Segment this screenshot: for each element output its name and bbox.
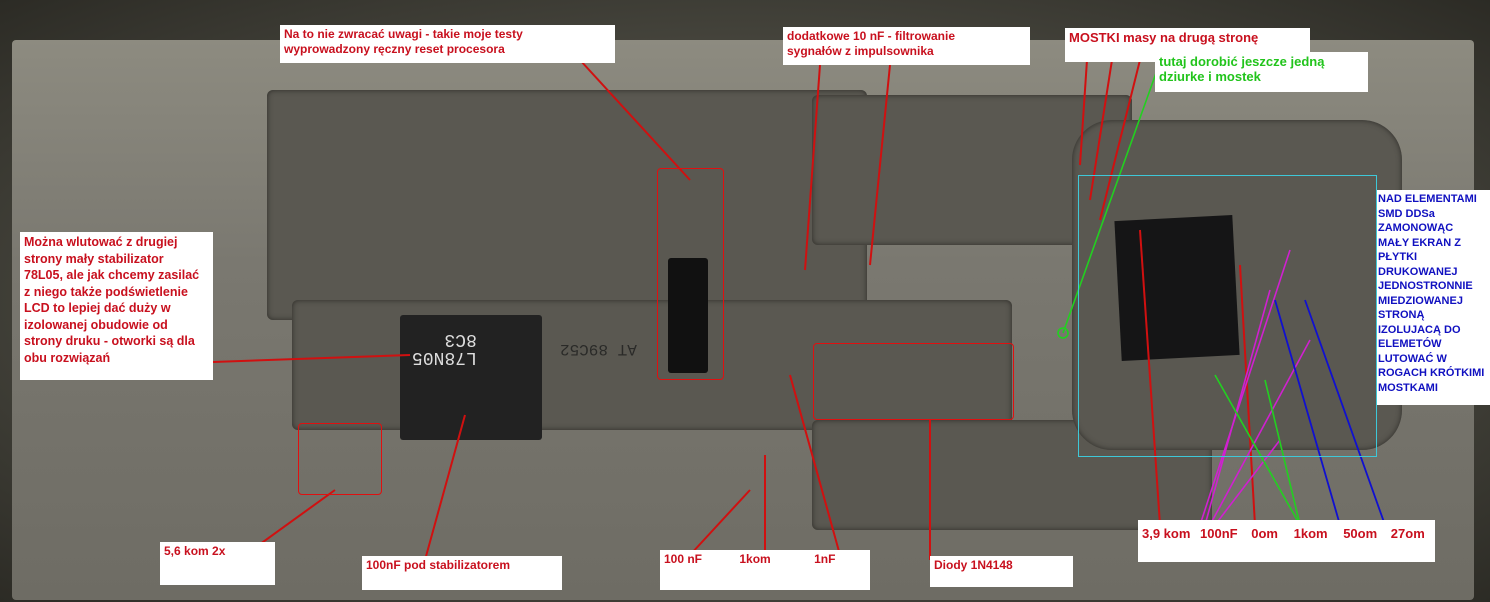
- dds-part-label: 3,9 kom: [1142, 526, 1191, 541]
- reset-note: Na to nie zwracać uwagi - takie moje tes…: [280, 25, 615, 63]
- electrolytic-capacitor: [668, 258, 708, 373]
- dds-part-label: 100nF: [1200, 526, 1238, 541]
- diodes-label: Diody 1N4148: [930, 556, 1073, 587]
- cap-1nf-label: 1nF: [814, 552, 836, 566]
- res-1kom-label: 1kom: [739, 552, 771, 566]
- board-code-marking: AT 89C52: [560, 340, 637, 358]
- cap-regulator-label: 100nF pod stabilizatorem: [362, 556, 562, 590]
- resistors-56-label: 5,6 kom 2x: [160, 542, 275, 585]
- shield-note: NAD ELEMENTAMI SMD DDSa ZAMONOWĄC MAŁY E…: [1377, 190, 1490, 405]
- dds-part-label: 0om: [1251, 526, 1278, 541]
- regulator-chip: [400, 315, 542, 440]
- dds-area-highlight: [1078, 175, 1377, 457]
- reset-highlight: [657, 168, 724, 380]
- dds-parts-labels: 3,9 kom 100nF 0om 1kom 50om 27om: [1138, 520, 1435, 562]
- resistors-highlight: [298, 423, 382, 495]
- parts-label-group: 100 nF 1kom 1nF: [660, 550, 870, 590]
- dds-part-label: 1kom: [1293, 526, 1328, 541]
- cap-100nf-label: 100 nF: [664, 552, 703, 566]
- regulator-note: Można wlutować z drugiej strony mały sta…: [20, 232, 213, 380]
- filter-note: dodatkowe 10 nF - filtrowanie sygnałów z…: [783, 27, 1030, 65]
- regulator-marking: L78N05 8C3: [412, 329, 477, 367]
- hole-note: tutaj dorobić jeszcze jedną dziurke i mo…: [1155, 52, 1368, 92]
- dds-part-label: 50om: [1343, 526, 1378, 541]
- dds-part-label: 27om: [1390, 526, 1425, 541]
- diodes-highlight: [813, 343, 1014, 420]
